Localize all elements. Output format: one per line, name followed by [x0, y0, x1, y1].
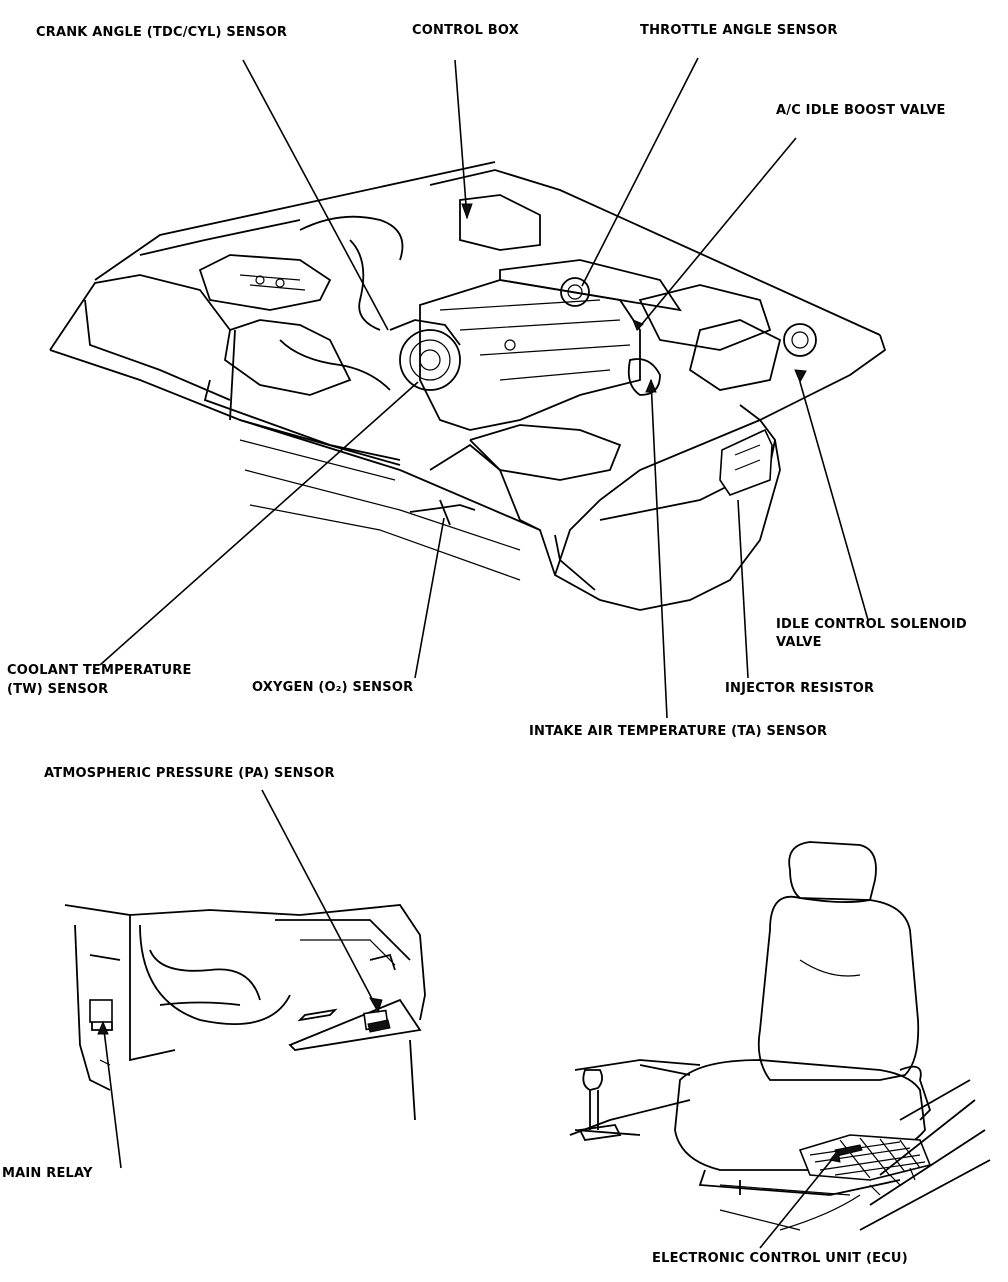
label-idle-control-solenoid: IDLE CONTROL SOLENOID	[776, 617, 967, 632]
label-atmospheric-pressure-sensor: ATMOSPHERIC PRESSURE (PA) SENSOR	[44, 766, 335, 781]
label-control-box: CONTROL BOX	[412, 23, 519, 38]
dashboard-leader-lines	[97, 789, 383, 1169]
label-throttle-angle-sensor: THROTTLE ANGLE SENSOR	[640, 23, 838, 38]
label-injector-resistor: INJECTOR RESISTOR	[725, 681, 874, 696]
label-oxygen-sensor: OXYGEN (O₂) SENSOR	[252, 680, 413, 695]
label-main-relay: MAIN RELAY	[2, 1166, 93, 1181]
engine-leader-lines	[99, 57, 869, 719]
label-crank-angle-sensor: CRANK ANGLE (TDC/CYL) SENSOR	[36, 25, 287, 40]
label-coolant-temperature: COOLANT TEMPERATURE	[7, 663, 192, 678]
label-idle-control-valve: VALVE	[776, 635, 822, 650]
seat-illustration	[569, 841, 991, 1231]
label-electronic-control-unit: ELECTRONIC CONTROL UNIT (ECU)	[652, 1251, 908, 1266]
label-coolant-tw-sensor: (TW) SENSOR	[7, 682, 108, 697]
seat-leader-lines	[759, 1148, 841, 1249]
label-ac-idle-boost-valve: A/C IDLE BOOST VALVE	[776, 103, 946, 118]
engine-bay-illustration	[49, 161, 887, 611]
label-intake-air-temperature-sensor: INTAKE AIR TEMPERATURE (TA) SENSOR	[529, 724, 827, 739]
dashboard-illustration	[64, 904, 426, 1121]
